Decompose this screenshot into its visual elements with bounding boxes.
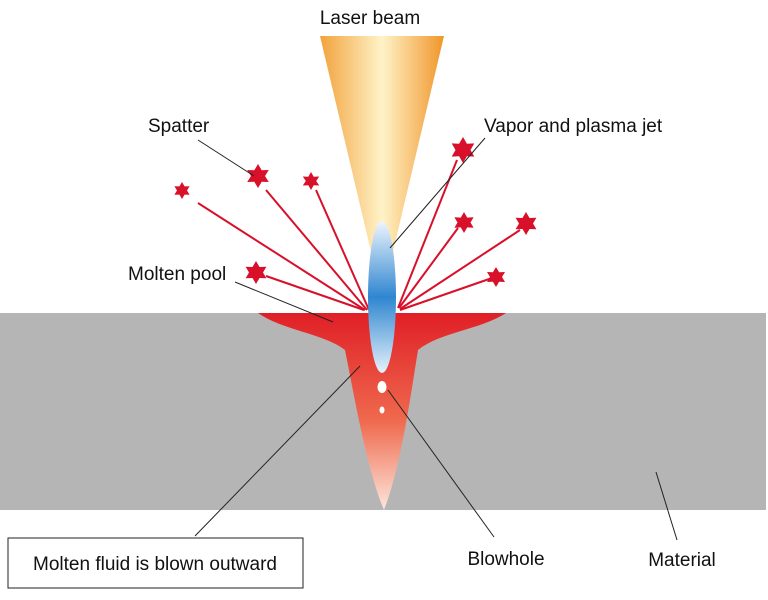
molten-pool-label: Molten pool (128, 264, 226, 285)
spatter-particles (174, 137, 537, 287)
spatter-label: Spatter (148, 116, 210, 137)
spatter-star-icon (245, 261, 267, 284)
molten-fluid-label: Molten fluid is blown outward (33, 554, 277, 575)
spatter-star-icon (487, 267, 505, 287)
spatter-star-icon (174, 182, 190, 199)
molten-fluid-label-box (7, 537, 304, 589)
leader-lines (194, 137, 678, 541)
spatter-star-icon (302, 172, 320, 190)
blowhole-label: Blowhole (467, 549, 544, 570)
blowhole-bubble (377, 381, 387, 393)
spatter-star-icon (451, 137, 475, 163)
spatter-star-icon (515, 212, 537, 235)
spatter-star-icon (247, 164, 269, 188)
blowhole-bubble-small (379, 406, 385, 414)
vapor-plasma-jet-label: Vapor and plasma jet (484, 116, 663, 137)
plasma-jet (368, 221, 396, 373)
material-label: Material (648, 550, 716, 571)
laser-beam-cone (320, 36, 444, 260)
spatter-rays (197, 159, 521, 311)
laser-beam-label: Laser beam (320, 8, 420, 29)
spatter-star-icon (454, 212, 474, 233)
